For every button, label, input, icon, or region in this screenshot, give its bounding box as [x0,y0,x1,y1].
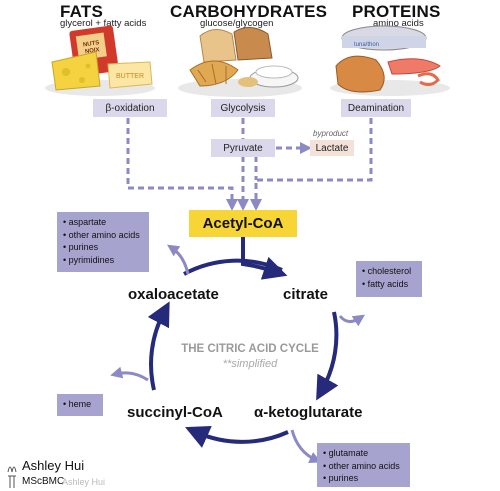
signature-watermark: Ashley Hui [62,477,106,487]
output-item: other amino acids [63,229,143,242]
output-item: purines [63,241,143,254]
akg-label: α-ketoglutarate [254,404,363,421]
succinyl-outputs: heme [57,394,103,416]
acetyl-coa-box: Acetyl-CoA [189,210,297,237]
fats-title: FATS [60,2,103,21]
cycle-arrows [147,258,339,448]
output-item: cholesterol [362,265,416,278]
output-item: fatty acids [362,278,416,291]
citrate-outputs: cholesterol fatty acids [356,261,422,297]
svg-text:BUTTER: BUTTER [116,73,144,80]
output-item: purines [323,472,404,485]
svg-text:NUTS: NUTS [83,40,100,48]
proteins-title: PROTEINS [352,2,441,21]
proteins-illustration: tuna/thon [330,25,450,96]
carbs-illustration [178,27,302,97]
proteins-subtitle: amino acids [373,18,424,29]
acetyl-to-citrate-arrow [241,237,288,280]
carbs-title: CARBOHYDRATES [170,2,328,21]
output-arrows [110,244,365,464]
output-item: glutamate [323,447,404,460]
succinyl-coa-label: succinyl-CoA [127,404,223,421]
pyruvate-box: Pyruvate [211,139,275,157]
pathway-arrows [126,118,373,211]
output-item: other amino acids [323,460,404,473]
cycle-subtitle: **simplified [222,358,278,370]
output-item: pyrimidines [63,254,143,267]
citrate-label: citrate [283,286,329,303]
signature-logo [7,466,17,488]
fats-illustration: NUTS NOIX BUTTER [45,25,155,96]
deamination-box: Deamination [341,99,411,117]
svg-text:NOIX: NOIX [85,47,100,55]
output-item: aspartate [63,216,143,229]
fats-subtitle: glycerol + fatty acids [60,18,147,29]
beta-oxidation-box: β-oxidation [93,99,167,117]
signature-credential: MScBMC [22,476,65,487]
byproduct-label: byproduct [313,129,349,138]
output-item: heme [63,398,97,411]
cycle-title: THE CITRIC ACID CYCLE [181,343,319,355]
oxaloacetate-label: oxaloacetate [128,286,219,303]
svg-text:tuna/thon: tuna/thon [354,42,379,48]
lactate-box: Lactate [310,140,354,156]
akg-outputs: glutamate other amino acids purines [317,443,410,487]
carbs-subtitle: glucose/glycogen [200,18,274,29]
oxaloacetate-outputs: aspartate other amino acids purines pyri… [57,212,149,272]
glycolysis-box: Glycolysis [211,99,275,117]
signature-name: Ashley Hui [22,458,85,473]
